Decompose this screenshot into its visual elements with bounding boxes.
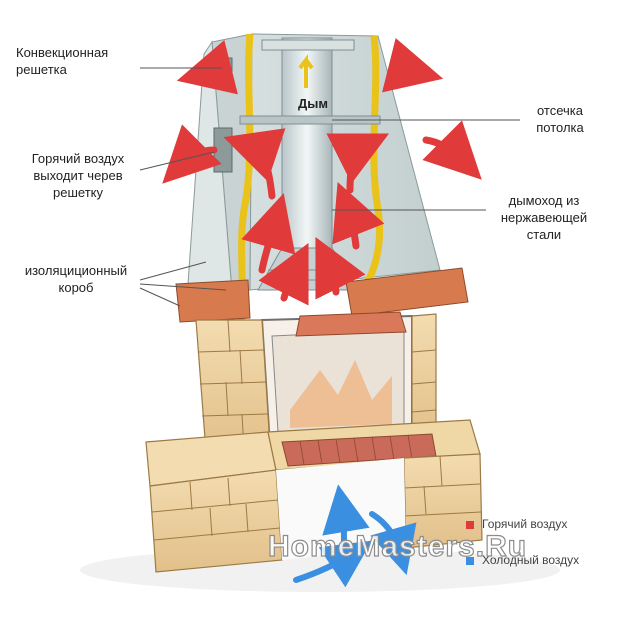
legend-cold-label: Холодный воздух [482,553,580,567]
hot-arrow-mid-left [258,242,309,306]
cold-arrow-sweep [293,540,372,588]
mantle-beams [175,267,469,323]
leader-insulation-1 [139,261,207,281]
label-insulation-box: изоляциционный короб [24,263,128,295]
leader-insulation-2 [139,283,227,291]
smoke-arrow [298,54,314,88]
label-convection-grille: Конвекционная решетка [16,45,109,77]
hot-arrow-left-curl [223,128,286,200]
leader-hot-air [139,151,215,171]
label-ceiling-cut: отсечка потолка [536,103,584,135]
legend-cold: Холодный воздух [482,553,579,567]
leader-lines [139,67,520,307]
hot-arrow-grille-top [176,40,238,95]
legend-hot: Горячий воздух [482,517,567,531]
hot-arrow-mid-right [315,236,366,300]
legend-hot-swatch [466,521,474,529]
cold-arrow-right [369,511,417,576]
label-hot-air-exit: Горячий воздух выходит черев решетку [31,151,125,200]
label-chimney: дымоход из нержавеющей стали [500,193,588,242]
label-smoke: Дым [298,96,328,111]
hot-arrow-left-out [162,124,222,184]
leader-insulation-3 [139,287,181,307]
legend-hot-label: Горячий воздух [482,517,568,531]
watermark-logo: HomeMasters.Ru [267,529,528,563]
cold-air-arrows [293,484,417,588]
hot-arrow-top-right [382,38,444,93]
hot-arrow-right-out [422,120,482,180]
hot-air-arrows [162,38,482,306]
legend-cold-swatch [466,557,474,565]
